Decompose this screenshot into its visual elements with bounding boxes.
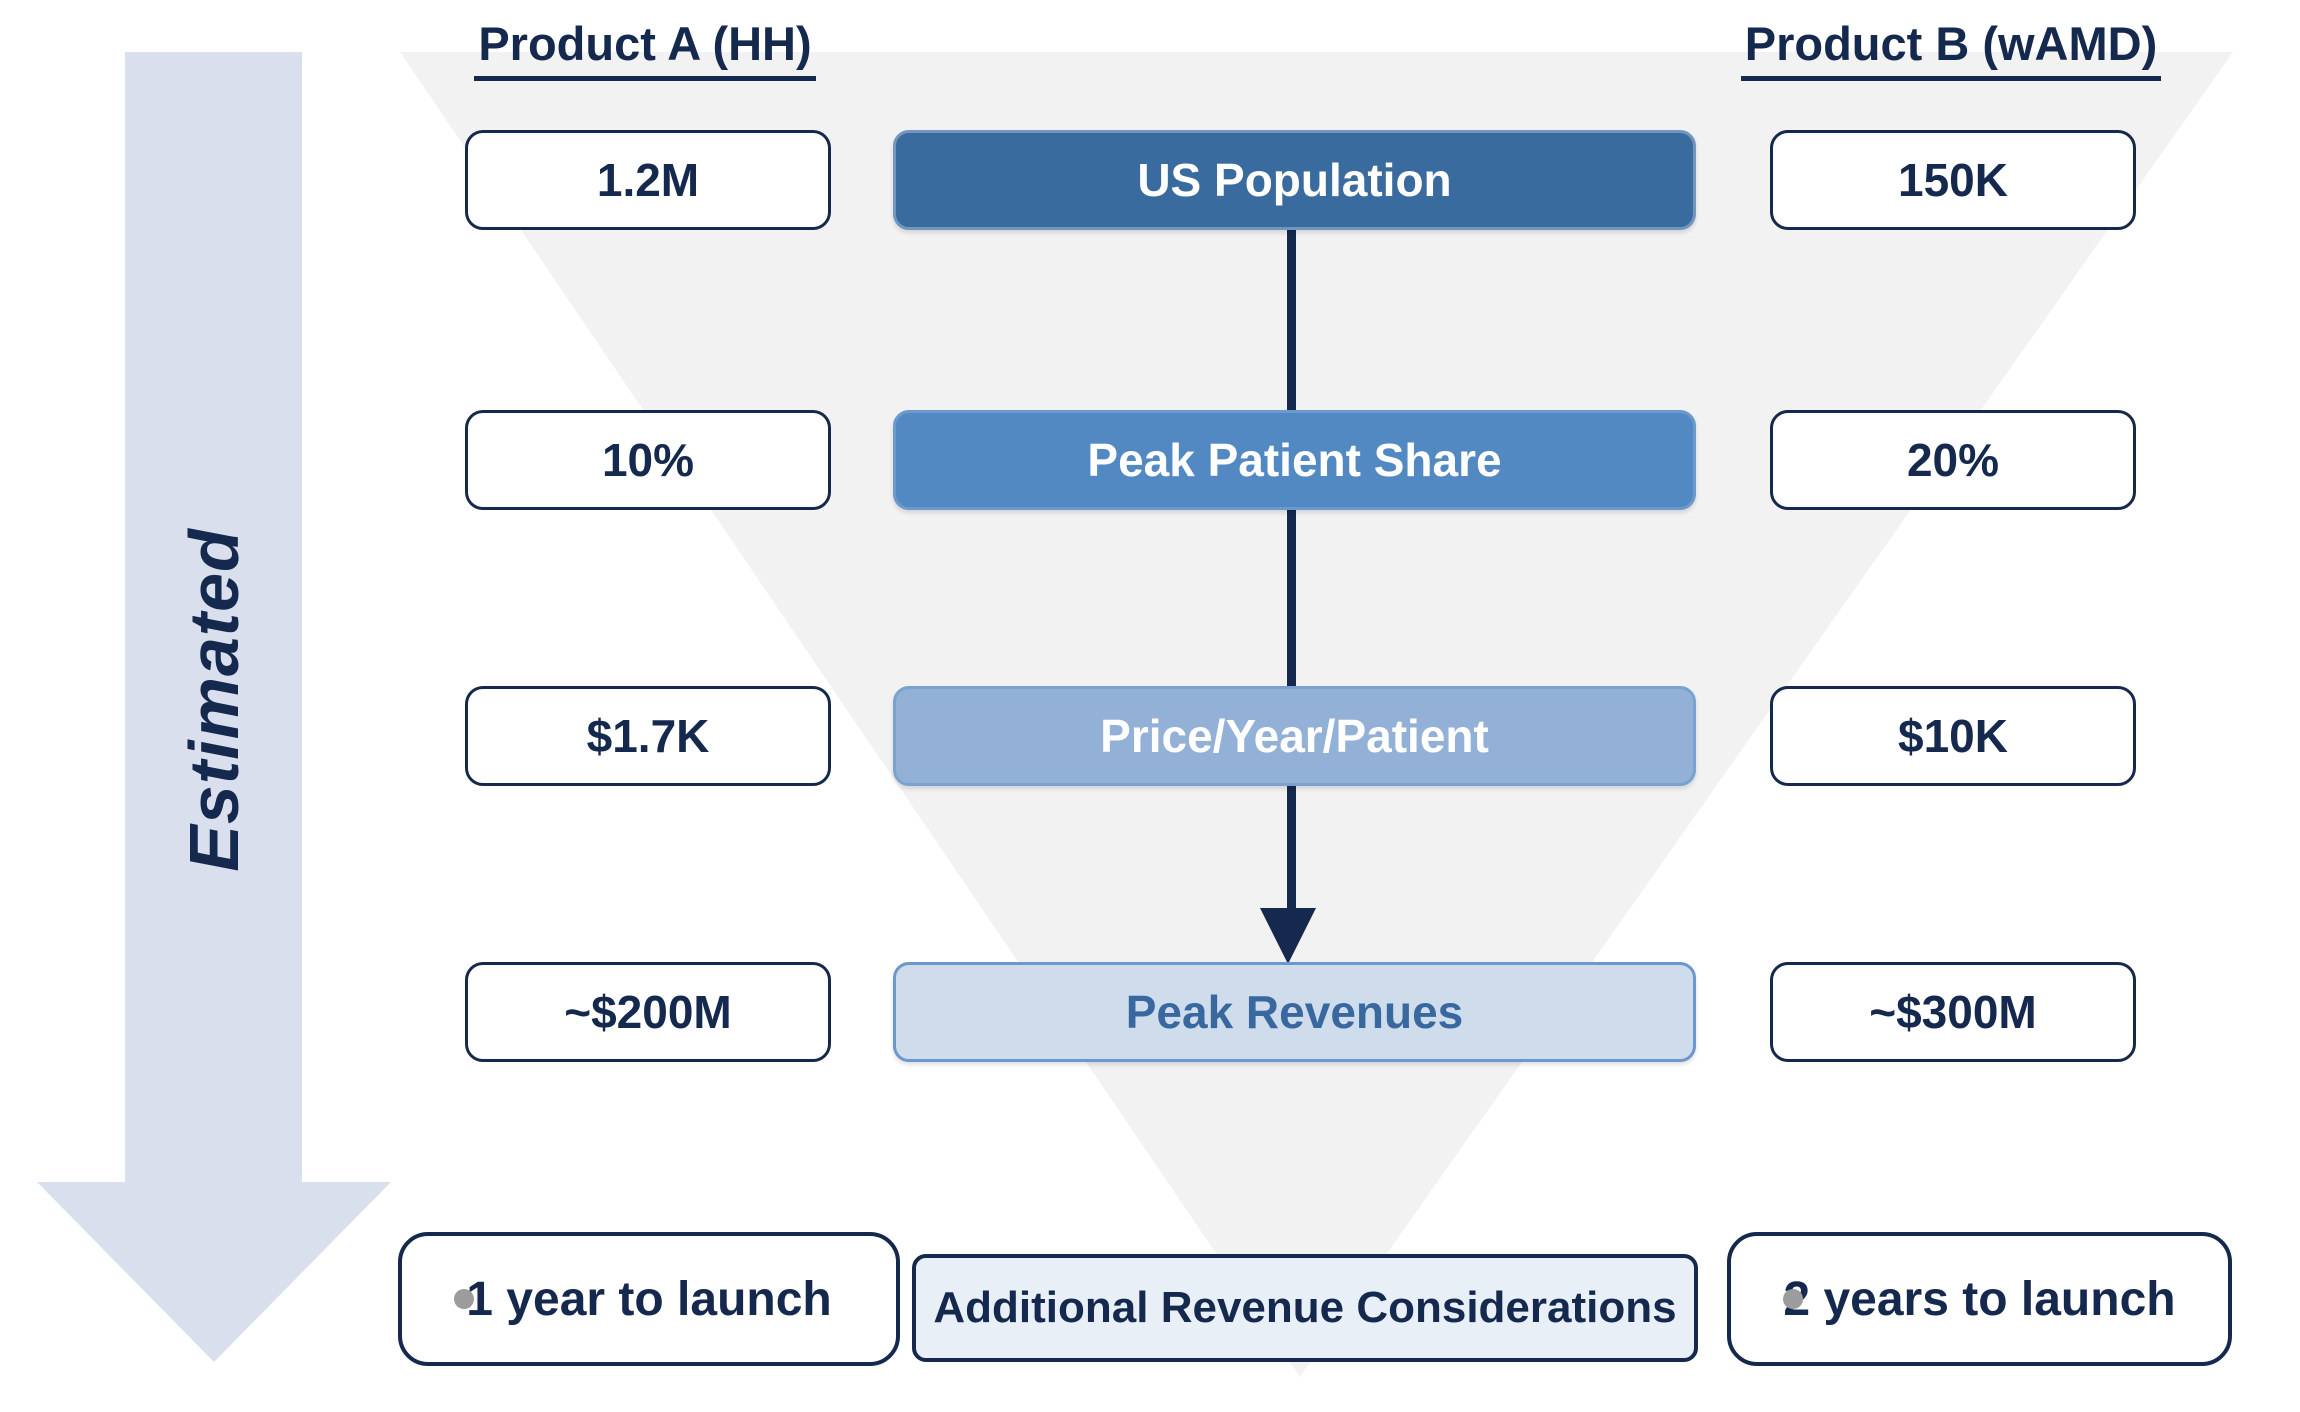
value-box-product-a-revenue: ~$200M <box>465 962 831 1062</box>
value-box-product-b-price: $10K <box>1770 686 2136 786</box>
value-box-product-a-share: 10% <box>465 410 831 510</box>
launch-note-product-b-label: 2 years to launch <box>1783 1272 2176 1326</box>
value-box-product-b-share: 20% <box>1770 410 2136 510</box>
launch-note-product-a: 1 year to launch <box>398 1232 900 1366</box>
launch-note-product-a-label: 1 year to launch <box>466 1272 832 1326</box>
funnel-connector-arrow-icon <box>1260 908 1316 964</box>
product-a-header: Product A (HH) <box>385 16 905 81</box>
bullet-icon <box>1783 1289 1803 1309</box>
stage-box-peak-patient-share: Peak Patient Share <box>893 410 1696 510</box>
value-box-product-a-population: 1.2M <box>465 130 831 230</box>
estimated-label: Estimated <box>175 528 253 872</box>
launch-note-product-b: 2 years to launch <box>1727 1232 2232 1366</box>
value-box-product-a-price: $1.7K <box>465 686 831 786</box>
estimated-arrow-head-icon <box>37 1182 391 1362</box>
stage-box-us-population: US Population <box>893 130 1696 230</box>
value-box-product-b-revenue: ~$300M <box>1770 962 2136 1062</box>
stage-box-peak-revenues: Peak Revenues <box>893 962 1696 1062</box>
funnel-connector-line <box>1287 224 1296 908</box>
estimated-arrow-shaft <box>125 52 302 1184</box>
bullet-icon <box>454 1289 474 1309</box>
product-b-header: Product B (wAMD) <box>1691 16 2211 81</box>
value-box-product-b-population: 150K <box>1770 130 2136 230</box>
additional-revenue-considerations-box: Additional Revenue Considerations <box>912 1254 1698 1362</box>
stage-box-price-year-patient: Price/Year/Patient <box>893 686 1696 786</box>
